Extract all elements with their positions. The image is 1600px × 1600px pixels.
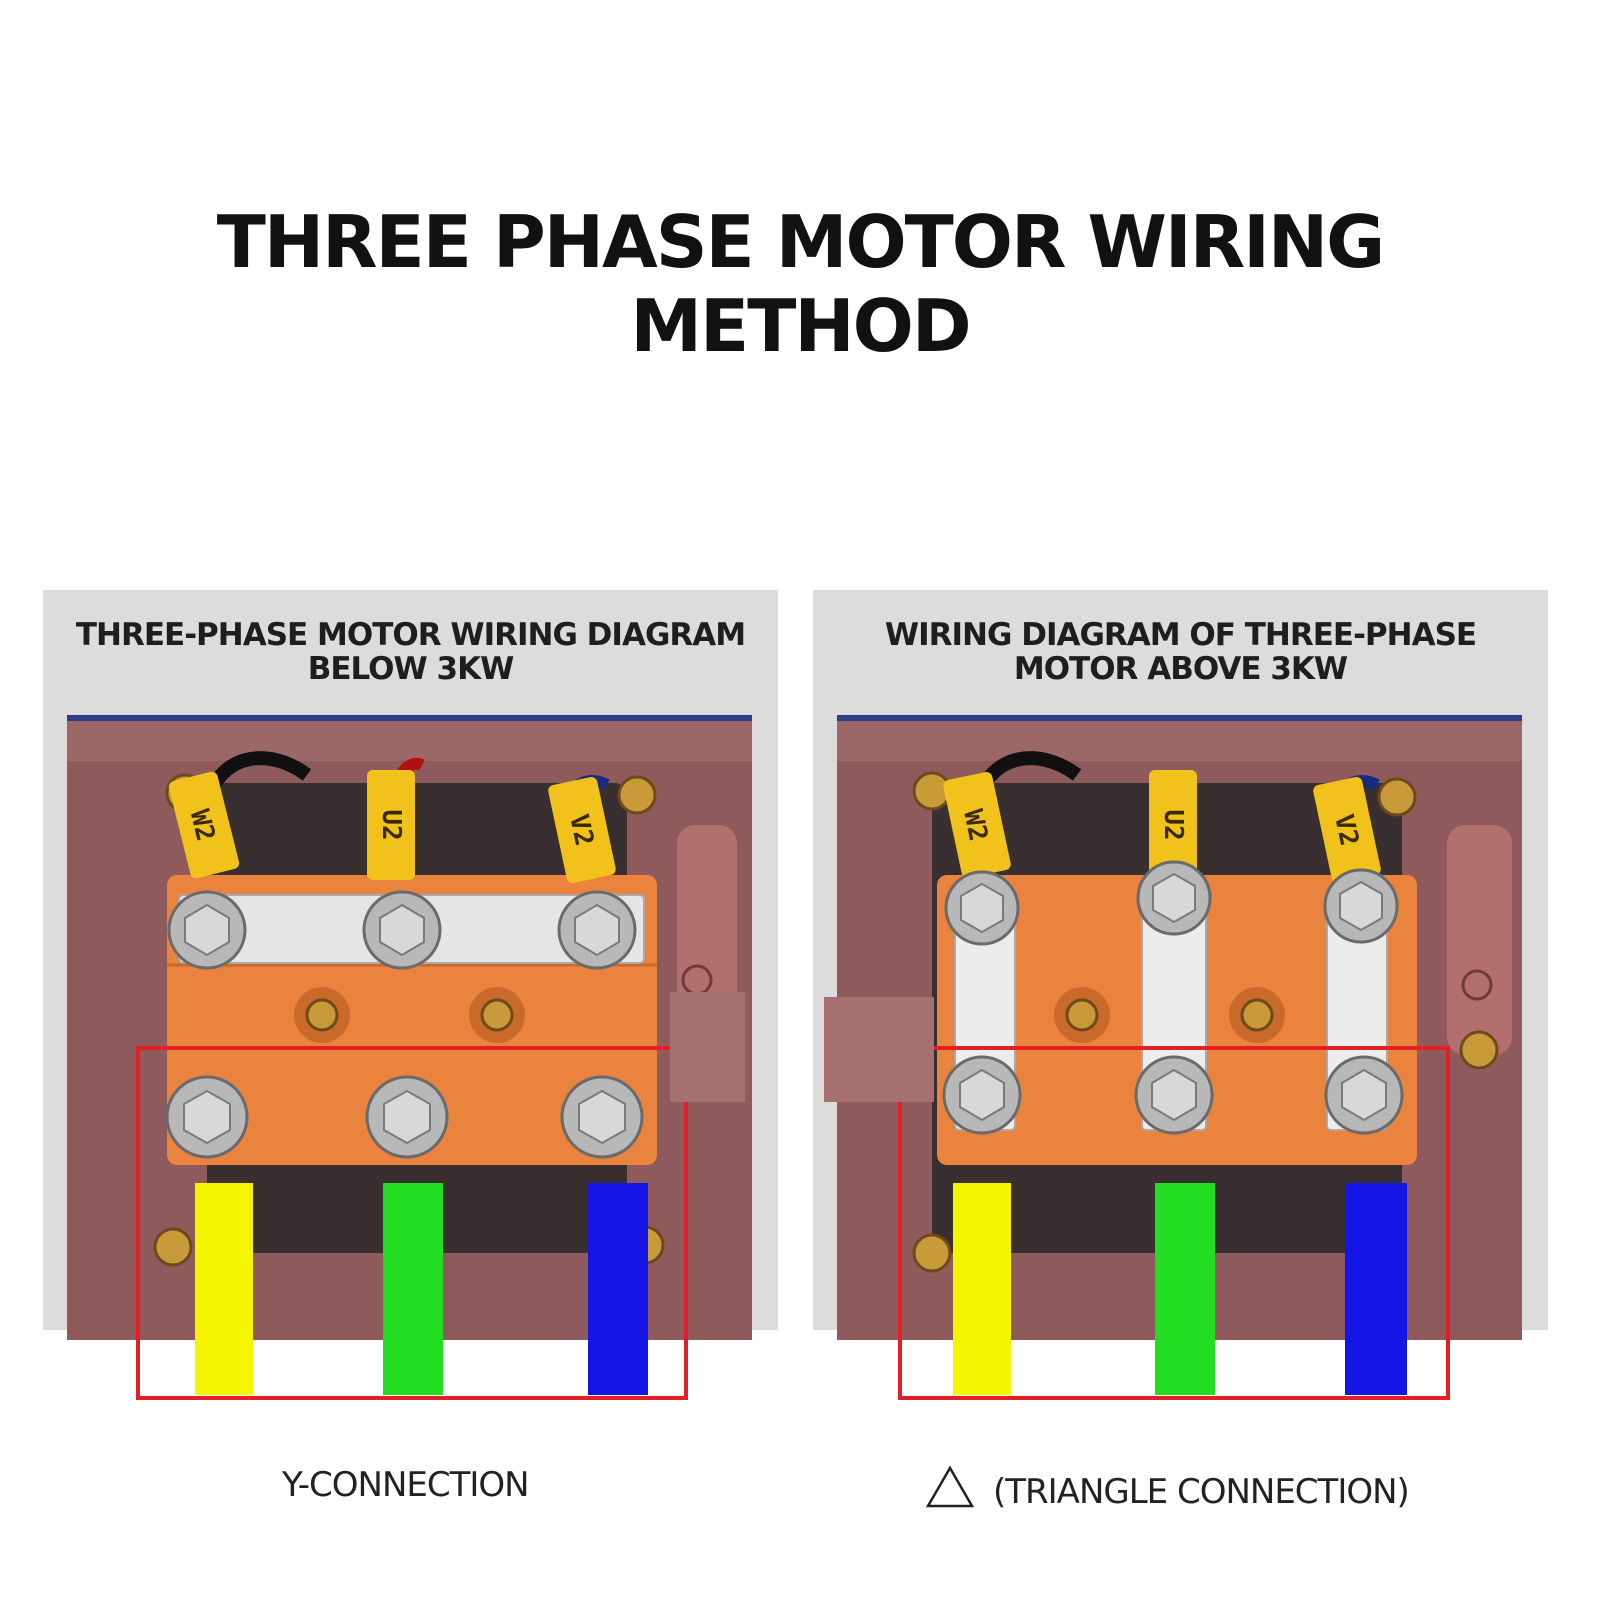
tag-u2: U2 <box>1149 770 1197 880</box>
supply-wire-yellow <box>953 1183 1011 1395</box>
highlight-box-triangle-connection <box>898 1046 1450 1400</box>
caption-triangle-text: (TRIANGLE CONNECTION) <box>993 1472 1410 1512</box>
terminal-nut-icon <box>942 1055 1022 1135</box>
tag-w2: W2 <box>168 771 240 879</box>
terminal-nut-icon <box>1323 868 1399 944</box>
tag-label: U2 <box>1158 809 1188 840</box>
screw-icon <box>1065 998 1099 1032</box>
highlight-box-y-connection <box>136 1046 688 1400</box>
cover-patch <box>824 997 934 1102</box>
tag-v2: V2 <box>1313 777 1381 883</box>
terminal-nut-icon <box>560 1075 644 1159</box>
ground-symbol-icon <box>1461 969 1493 1001</box>
screw-icon <box>480 998 514 1032</box>
terminal-nut-icon <box>165 1075 249 1159</box>
page-title: THREE PHASE MOTOR WIRING METHOD <box>0 200 1600 368</box>
housing-edge <box>837 715 1522 721</box>
screw-icon <box>1240 998 1274 1032</box>
screw-icon <box>1377 777 1417 817</box>
terminal-nut-icon <box>1134 1055 1214 1135</box>
supply-wire-blue <box>588 1183 648 1395</box>
tag-u2: U2 <box>367 770 415 880</box>
screw-icon <box>1459 1030 1499 1070</box>
tag-label: V2 <box>1328 812 1364 849</box>
screw-icon <box>912 1233 952 1273</box>
caption-y-connection: Y-CONNECTION <box>282 1465 530 1505</box>
screw-icon <box>617 775 657 815</box>
terminal-nut-icon <box>362 890 442 970</box>
screw-icon <box>305 998 339 1032</box>
tag-label: W2 <box>957 807 993 844</box>
panel-heading: WIRING DIAGRAM OF THREE-PHASE MOTOR ABOV… <box>813 618 1548 686</box>
screw-icon <box>153 1227 193 1267</box>
panel-heading-line-1: WIRING DIAGRAM OF THREE-PHASE <box>884 617 1477 653</box>
housing-edge <box>67 715 752 721</box>
panel-heading: THREE-PHASE MOTOR WIRING DIAGRAM BELOW 3… <box>43 618 778 686</box>
terminal-nut-icon <box>1136 860 1212 936</box>
tag-label: U2 <box>376 809 406 840</box>
housing-highlight <box>837 721 1522 761</box>
triangle-icon <box>925 1465 975 1508</box>
terminal-nut-icon <box>944 870 1020 946</box>
terminal-nut-icon <box>1324 1055 1404 1135</box>
tag-w2: W2 <box>943 772 1011 878</box>
cover-patch <box>670 992 745 1102</box>
supply-wire-green <box>1155 1183 1215 1395</box>
tag-v2: V2 <box>548 777 616 883</box>
supply-wire-green <box>383 1183 443 1395</box>
supply-wire-yellow <box>195 1183 253 1395</box>
panel-heading-line-1: THREE-PHASE MOTOR WIRING DIAGRAM <box>75 617 746 653</box>
terminal-nut-icon <box>365 1075 449 1159</box>
caption-triangle-connection: (TRIANGLE CONNECTION) <box>925 1465 1410 1512</box>
housing-highlight <box>67 721 752 761</box>
tag-label: W2 <box>184 807 221 845</box>
page-title-line-2: METHOD <box>630 284 971 368</box>
supply-wire-blue <box>1345 1183 1407 1395</box>
panel-heading-line-2: BELOW 3KW <box>307 651 515 687</box>
panel-heading-line-2: MOTOR ABOVE 3KW <box>1013 651 1348 687</box>
terminal-nut-icon <box>167 890 247 970</box>
tag-label: V2 <box>563 812 599 849</box>
terminal-nut-icon <box>557 890 637 970</box>
panel-below-3kw: THREE-PHASE MOTOR WIRING DIAGRAM BELOW 3… <box>43 590 778 1340</box>
housing-tab <box>677 825 737 1035</box>
page-title-line-1: THREE PHASE MOTOR WIRING <box>216 200 1386 284</box>
housing-tab <box>1447 825 1512 1055</box>
